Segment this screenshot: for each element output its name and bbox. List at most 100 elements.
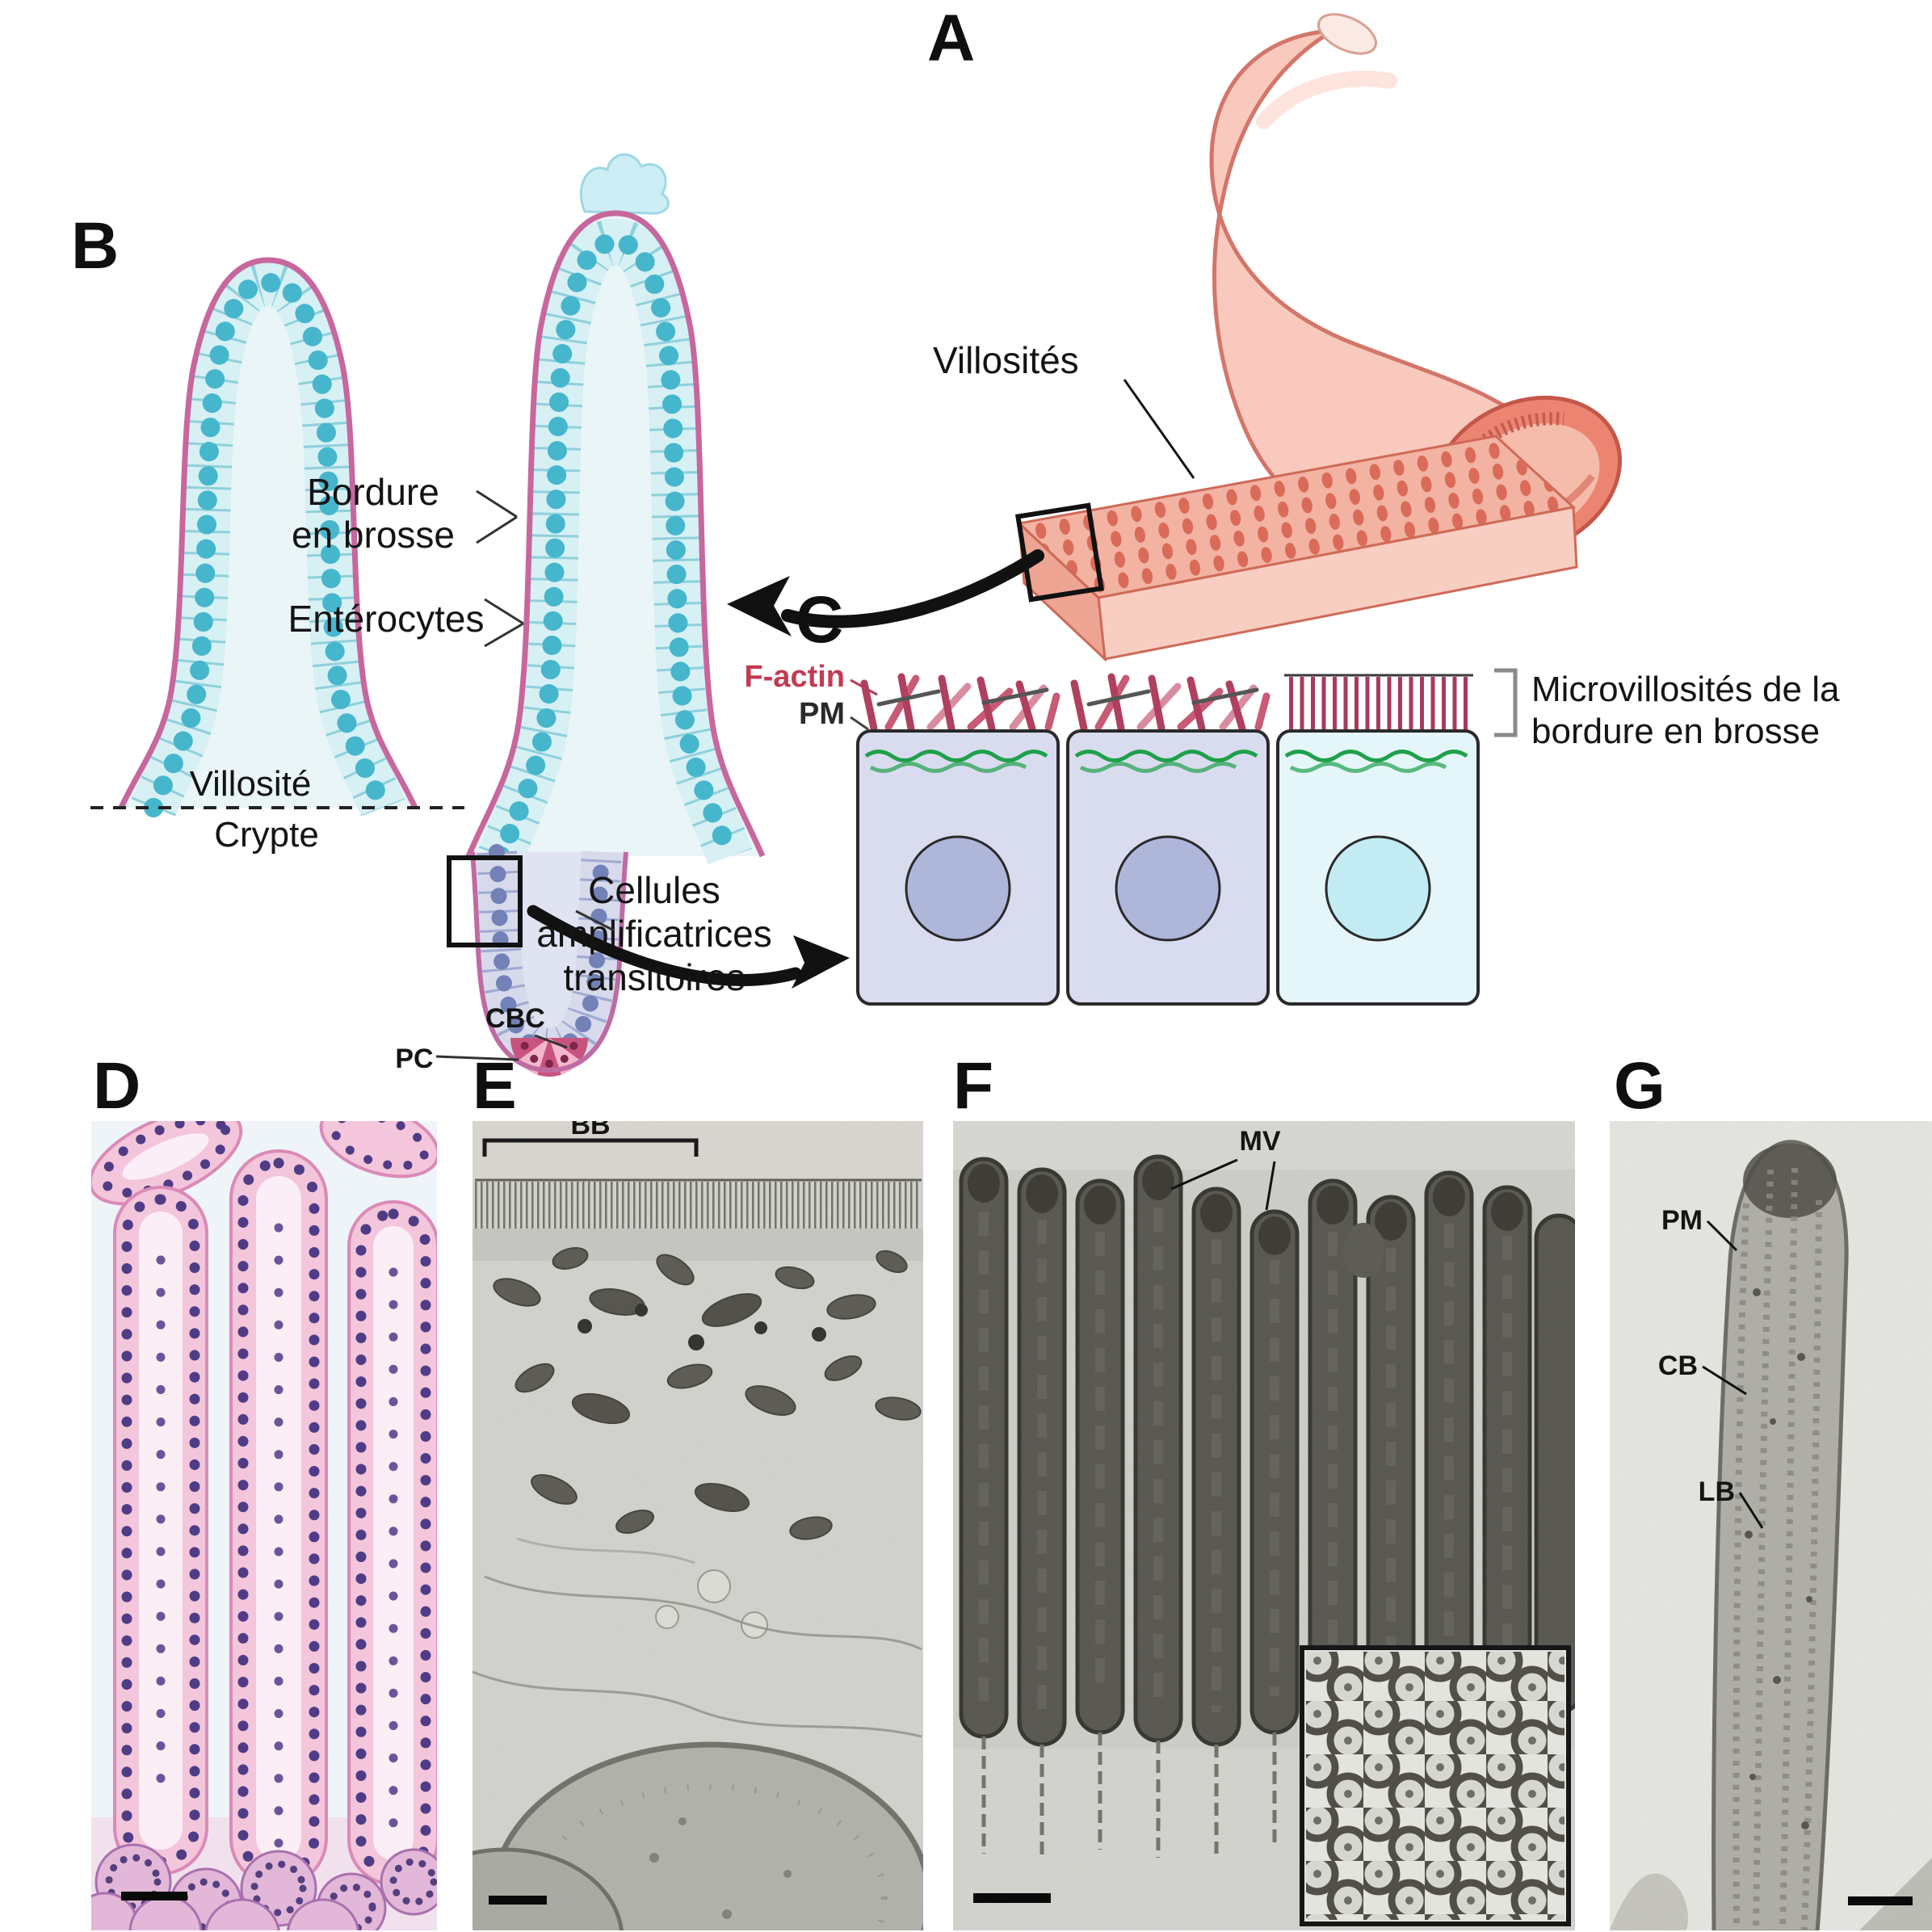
crypt-nuclei [250,1860,307,1917]
scale-bar-d [121,1892,187,1900]
nucleus-cell1 [905,835,1011,942]
histology-partial-villus-topright [319,1121,437,1178]
enterocytes-label: Entérocytes [288,598,485,640]
em-noise-overlay [472,1121,923,1930]
mv-pointer-line-2 [1265,1161,1276,1211]
crypt-section [204,1898,280,1930]
panel-g-image: PM CB LB [1610,1121,1932,1930]
cbc-pointer-line [534,1034,568,1049]
bordure-pointer-lower [476,515,518,544]
villus-section [319,1121,437,1178]
cellules-label-line1: Cellules [588,869,720,911]
lb-pointer-line [1738,1492,1764,1529]
mv-pointer-line-1 [1170,1158,1238,1191]
panel-a: A Villosités [727,2,1622,662]
histology-villus-2 [229,1149,328,1888]
arrow-b-to-c-head [792,935,850,989]
pc-label: PC [395,1044,433,1074]
panel-e-letter: E [472,1049,517,1123]
histology-villus-1 [113,1186,208,1875]
scale-bar-e [489,1896,547,1905]
bordure-pointer-upper [476,489,518,519]
em-noise-overlay [1610,1121,1932,1930]
histology-villus-3 [347,1200,437,1886]
villus-right-nuclei [491,232,740,866]
villus-nuclei-row [355,1208,431,1878]
panel-a-letter: A [927,2,975,75]
pm-label-c: PM [799,697,845,731]
panel-b-letter: B [71,209,119,283]
bb-label: BB [570,1110,610,1140]
crypt-outline [470,851,628,1073]
enterocyte-cells-diagram [856,673,1480,1006]
f-actin-rods-cell1 [860,673,1060,733]
cbc-label: CBC [485,1003,545,1034]
paneth-cell [537,1038,561,1077]
enterocytes-pointer-lower [484,622,524,648]
bb-bracket [482,1138,699,1157]
enterocytes-pointer-upper [484,598,524,625]
intestine-tip [1317,13,1377,55]
panel-d-image [91,1121,437,1930]
panel-f-letter: F [953,1049,993,1123]
crypt-cell-nucleus [520,1041,529,1050]
pm-pointer-line [850,716,869,731]
panel-e-image: BB [472,1110,923,1930]
cellules-label-line2: amplificatrices [536,913,771,955]
crypt-cell-nucleus [569,1041,578,1050]
cellules-label-line3: transitoires [564,956,746,998]
lb-label: LB [1699,1476,1735,1507]
intestine-highlight [1256,70,1397,129]
goblet-blob [579,153,670,215]
panel-c-letter: C [796,583,843,657]
crypte-label: Crypte [214,815,319,855]
villus-nuclei-ring [330,1121,430,1170]
f-actin-rods-cell2 [1074,677,1266,729]
actin-meshwork [864,750,1468,773]
panel-f-image: MV [953,1121,1575,1930]
villus-right-outline [465,210,766,858]
cellules-pointer-line [575,909,615,932]
paneth-cell [510,1038,549,1061]
nucleus-cell3 [1325,835,1431,942]
nucleus-cell2 [1115,835,1221,942]
scale-bar-g [1848,1896,1913,1905]
crypt-cell-nucleus [545,1060,553,1068]
villus-nuclei-ring [99,1121,232,1198]
panel-g-letter: G [1614,1049,1665,1123]
inset-border [1300,1645,1571,1926]
crypt-nuclei [389,1858,437,1906]
villus-right [465,210,766,866]
scale-bar-f [973,1893,1051,1903]
microvillosites-label-line1: Microvillosités de la [1531,670,1840,709]
villus-core [373,1226,414,1860]
arrow-b-to-c-shaft [527,905,802,986]
villus-left-outline [118,257,418,809]
villosites-label: Villosités [933,339,1079,381]
bordure-label-line2: en brosse [292,514,455,556]
pm-label-g: PM [1661,1205,1703,1236]
cb-label: CB [1658,1350,1698,1381]
villus-left [118,257,418,817]
inset-microvilli-cross-sections [1306,1652,1564,1920]
arrow-b-to-c [527,905,850,989]
histology-crypts [91,1843,437,1930]
panel-d-letter: D [93,1049,141,1123]
cb-pointer-line [1702,1365,1747,1396]
microvillosites-label-line2: bordure en brosse [1531,712,1820,751]
panel-c-labels: F-actin PM Microvillosités de la bordure… [744,660,1840,751]
villus-core [122,1133,209,1180]
arrow-a-to-b-shaft [781,549,1044,628]
panel-b: B [71,153,850,1077]
crypt-cell-nucleus [560,1054,569,1063]
villi-block-villi-texture [1019,436,1573,598]
crypt [470,844,628,1077]
villus-core [139,1212,183,1850]
panel-b-labels: Bordure en brosse Entérocytes Villosité … [190,471,772,1074]
villosite-label: Villosité [190,764,312,804]
bordure-label-line1: Bordure [307,471,439,513]
villus-nuclei-row [237,1157,320,1880]
villosites-pointer-line [1123,379,1195,479]
